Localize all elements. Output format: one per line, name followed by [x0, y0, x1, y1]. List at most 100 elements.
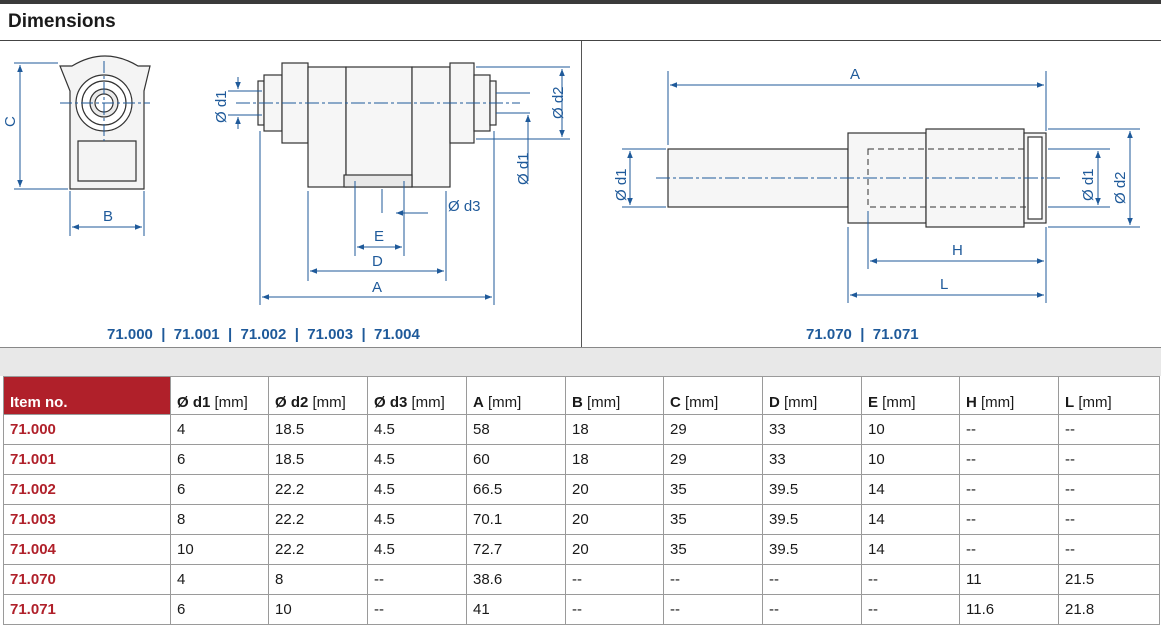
column-header: D [mm]	[762, 376, 862, 415]
table-cell: 18	[565, 414, 664, 445]
column-unit: [mm]	[308, 394, 346, 411]
column-unit: [mm]	[779, 394, 818, 411]
table-cell: 8	[268, 564, 368, 595]
title-rule	[0, 40, 1161, 41]
table-cell: 4.5	[367, 474, 467, 505]
table-cell: 18.5	[268, 444, 368, 475]
table-cell: 10	[170, 534, 269, 565]
table-cell: 14	[861, 504, 960, 535]
table-cell: 11.6	[959, 594, 1059, 625]
table-cell: 22.2	[268, 504, 368, 535]
table-cell: 39.5	[762, 504, 862, 535]
table-cell: 35	[663, 474, 763, 505]
table-cell: 70.1	[466, 504, 566, 535]
table-cell: 6	[170, 594, 269, 625]
table-cell: 22.2	[268, 534, 368, 565]
reducer-hidden	[867, 148, 1029, 208]
column-header: C [mm]	[663, 376, 763, 415]
column-header: E [mm]	[861, 376, 960, 415]
table-header-row: Item no.Ø d1 [mm]Ø d2 [mm]Ø d3 [mm]A [mm…	[3, 376, 1160, 415]
column-header: Ø d1 [mm]	[170, 376, 269, 415]
column-symbol: L	[1065, 394, 1075, 411]
table-cell: --	[959, 474, 1059, 505]
table-cell: 4.5	[367, 414, 467, 445]
caption-right: 71.070 | 71.071	[806, 326, 919, 343]
table-cell: 60	[466, 444, 566, 475]
column-unit: [mm]	[976, 394, 1015, 411]
reducer-dims	[622, 71, 1140, 303]
table-cell: 18	[565, 444, 664, 475]
label-H: H	[952, 242, 963, 259]
label-d2-left: Ø d2	[550, 86, 567, 119]
column-symbol: H	[966, 394, 977, 411]
table-cell: 35	[663, 504, 763, 535]
side-view-dims	[228, 66, 570, 305]
table-cell: --	[367, 564, 467, 595]
label-C: C	[2, 116, 19, 127]
column-header: H [mm]	[959, 376, 1059, 415]
column-header: Ø d3 [mm]	[367, 376, 467, 415]
label-L: L	[940, 276, 948, 293]
separator-band	[0, 348, 1161, 376]
column-symbol: D	[769, 394, 780, 411]
table-cell: 4.5	[367, 504, 467, 535]
column-header: L [mm]	[1058, 376, 1160, 415]
column-unit: [mm]	[680, 394, 719, 411]
table-cell: 58	[466, 414, 566, 445]
table-cell: 8	[170, 504, 269, 535]
table-cell: --	[1058, 474, 1160, 505]
table-cell: 4	[170, 414, 269, 445]
table-cell: 33	[762, 414, 862, 445]
table-cell: --	[1058, 534, 1160, 565]
table-cell: 6	[170, 474, 269, 505]
table-cell: 20	[565, 474, 664, 505]
table-cell: --	[1058, 444, 1160, 475]
column-symbol: B	[572, 394, 583, 411]
column-symbol: E	[868, 394, 879, 411]
table-cell: 21.8	[1058, 594, 1160, 625]
column-header: Item no.	[3, 376, 171, 415]
item-number-cell: 71.004	[3, 534, 171, 565]
table-cell: 18.5	[268, 414, 368, 445]
column-symbol: Ø d1	[177, 394, 211, 411]
column-unit: [mm]	[483, 394, 522, 411]
column-unit: [mm]	[407, 394, 445, 411]
table-cell: --	[959, 444, 1059, 475]
table-cell: --	[1058, 504, 1160, 535]
end-view	[59, 55, 151, 190]
table-cell: 38.6	[466, 564, 566, 595]
label-d1-left: Ø d1	[213, 90, 230, 123]
column-symbol: C	[670, 394, 681, 411]
table-cell: 39.5	[762, 534, 862, 565]
label-d1-right: Ø d1	[613, 168, 630, 201]
table-cell: 20	[565, 504, 664, 535]
column-symbol: Ø d3	[374, 394, 408, 411]
table-cell: --	[959, 504, 1059, 535]
table-cell: 4	[170, 564, 269, 595]
table-cell: --	[762, 564, 862, 595]
label-A-right: A	[850, 66, 860, 83]
label-E: E	[374, 228, 384, 245]
table-cell: --	[959, 414, 1059, 445]
column-header: Ø d2 [mm]	[268, 376, 368, 415]
column-unit: [mm]	[878, 394, 916, 411]
table-cell: --	[1058, 414, 1160, 445]
label-B: B	[103, 208, 113, 225]
label-d1-right-2: Ø d1	[1080, 168, 1097, 201]
caption-left: 71.000 | 71.001 | 71.002 | 71.003 | 71.0…	[107, 326, 420, 343]
table-cell: 39.5	[762, 474, 862, 505]
table-cell: --	[367, 594, 467, 625]
table-cell: 29	[663, 444, 763, 475]
table-cell: 29	[663, 414, 763, 445]
drawing-panels	[0, 41, 1161, 348]
table-cell: 21.5	[1058, 564, 1160, 595]
table-cell: 10	[861, 444, 960, 475]
table-cell: 35	[663, 534, 763, 565]
table-cell: --	[663, 564, 763, 595]
